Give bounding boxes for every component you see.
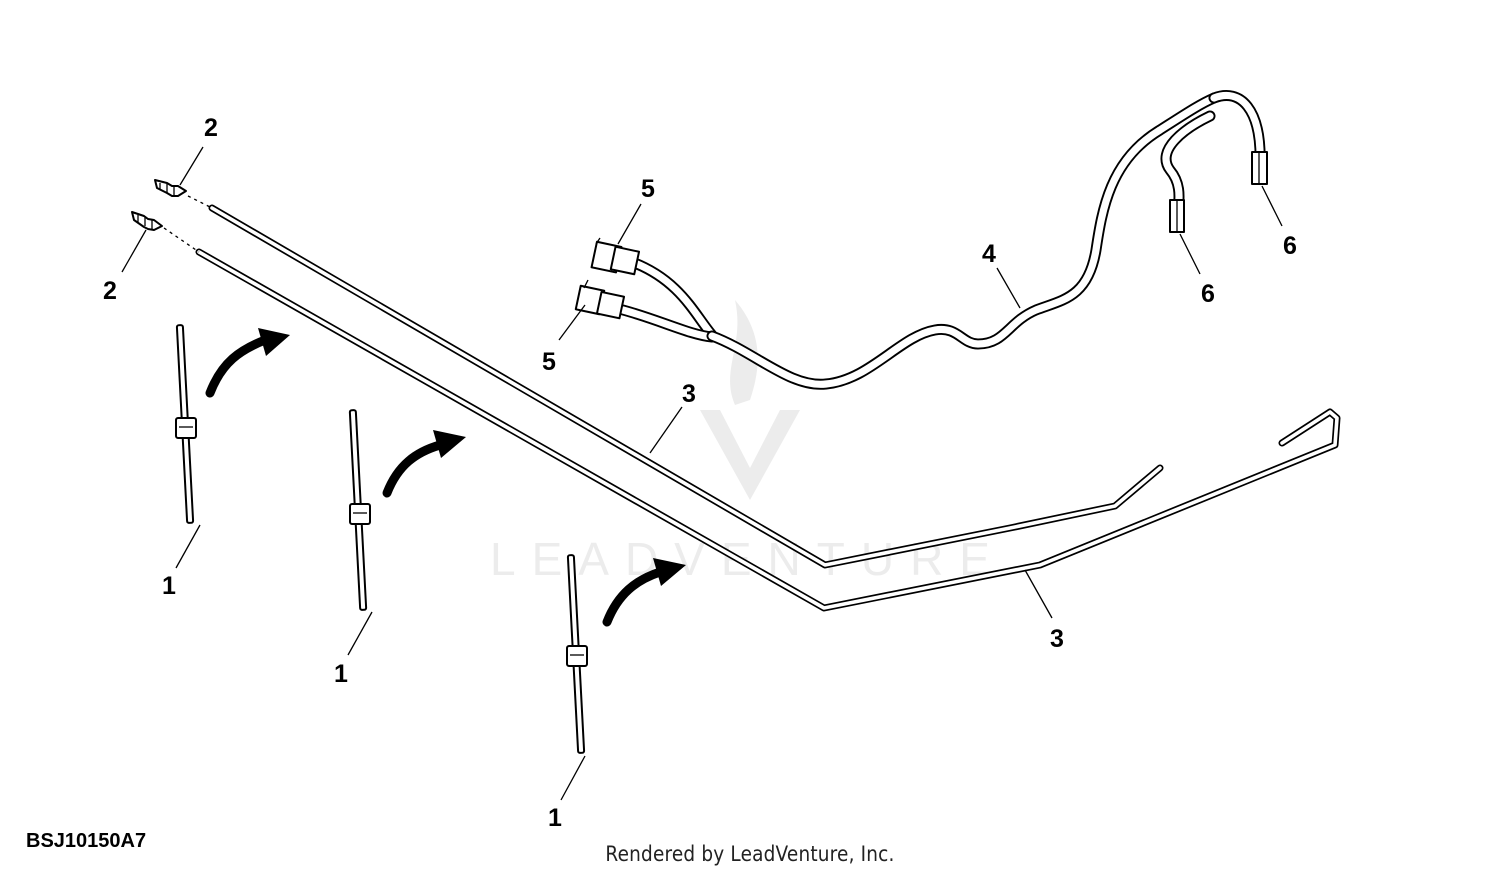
callout-3-upper: 3 xyxy=(682,380,696,408)
callout-1-left: 1 xyxy=(162,572,176,600)
callout-2-bottom: 2 xyxy=(103,277,117,305)
arrow-middle xyxy=(382,430,466,498)
wiring-harness xyxy=(617,90,1266,390)
cable-tie-left xyxy=(175,324,197,524)
fitting-lower xyxy=(131,211,163,231)
arrow-bottom xyxy=(602,558,686,627)
arrow-left xyxy=(205,328,290,398)
cable-tie-bottom xyxy=(566,554,588,754)
callout-3-lower: 3 xyxy=(1050,625,1064,653)
callout-6-middle: 6 xyxy=(1201,280,1215,308)
tube-lower xyxy=(195,248,1341,612)
callout-4: 4 xyxy=(982,240,996,268)
connector-lower xyxy=(574,279,626,320)
tube-upper xyxy=(208,204,1164,569)
cable-tie-middle xyxy=(348,409,371,611)
callout-1-bottom: 1 xyxy=(548,804,562,832)
terminal-middle xyxy=(1169,199,1185,233)
callout-6-right: 6 xyxy=(1283,232,1297,260)
diagram-code: BSJ10150A7 xyxy=(26,830,147,852)
fitting-gap-dashes xyxy=(163,195,213,253)
leader-lines xyxy=(121,146,1283,801)
callout-5-bottom: 5 xyxy=(542,348,556,376)
render-credit: Rendered by LeadVenture, Inc. xyxy=(605,842,895,866)
connector-upper xyxy=(590,237,641,276)
callouts: 1 1 1 2 2 3 3 4 5 5 6 6 xyxy=(103,114,1297,832)
callout-2-top: 2 xyxy=(204,114,218,142)
fitting-upper xyxy=(154,179,187,197)
terminal-right xyxy=(1251,151,1268,185)
callout-1-middle: 1 xyxy=(334,660,348,688)
callout-5-top: 5 xyxy=(641,175,655,203)
